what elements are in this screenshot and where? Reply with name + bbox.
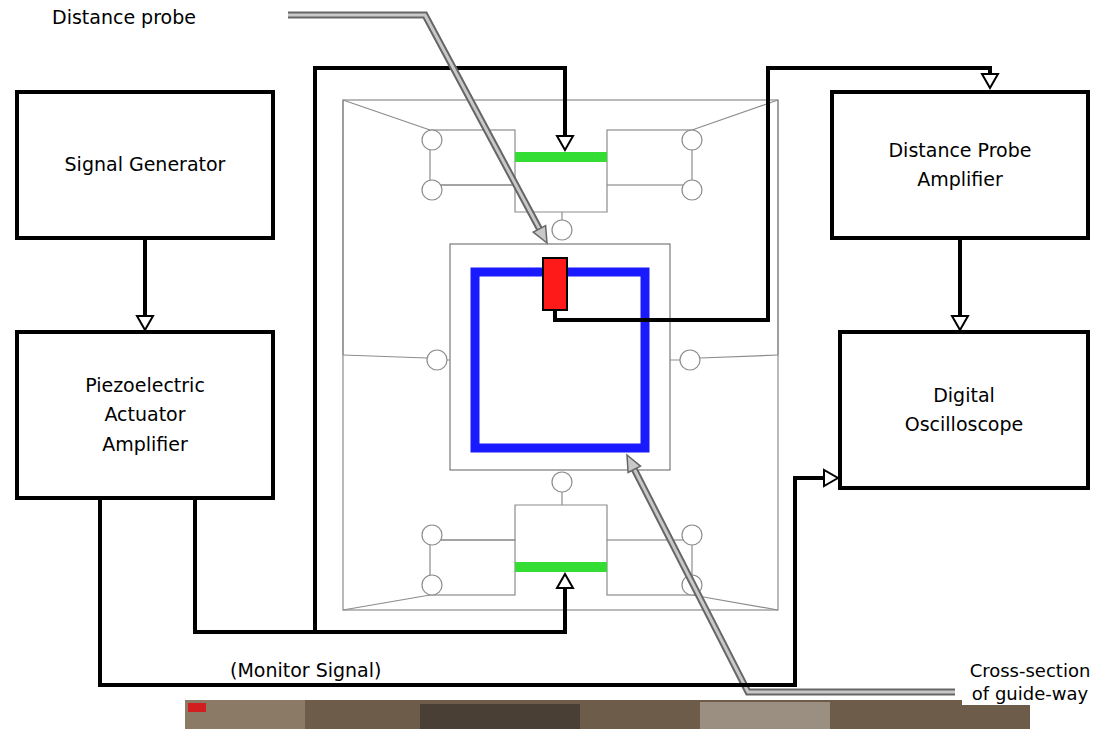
photo-patch xyxy=(188,703,206,712)
distance-probe xyxy=(543,258,567,310)
arrow-head xyxy=(952,316,968,330)
arrow-head xyxy=(557,136,573,150)
clamp-block xyxy=(607,130,692,185)
signal-connector xyxy=(137,240,153,330)
leader-head xyxy=(533,226,547,243)
photo-patch xyxy=(420,704,580,729)
frame-line xyxy=(700,355,778,358)
hinge-circle xyxy=(422,525,442,545)
frame-line xyxy=(343,100,778,610)
hinge-circle xyxy=(682,525,702,545)
leader-line xyxy=(288,15,539,229)
frame-outline xyxy=(343,100,778,610)
hinge-circle xyxy=(682,180,702,200)
actuator-wire xyxy=(315,68,565,632)
connector-line xyxy=(958,240,962,316)
hinge-circle xyxy=(422,180,442,200)
arrow-head xyxy=(824,470,838,486)
clamp-block xyxy=(430,540,515,595)
flexure-stage xyxy=(343,100,778,610)
box-text: Digital Oscilloscope xyxy=(889,381,1039,440)
piezo-actuator xyxy=(515,152,607,162)
hinge-circle xyxy=(552,472,572,492)
photo-strip xyxy=(185,700,1030,729)
box-text: Distance Probe Amplifier xyxy=(875,136,1045,195)
signal-connector xyxy=(100,470,838,685)
photo-patch xyxy=(700,702,830,729)
connector-line xyxy=(100,478,824,685)
block-box: Signal Generator xyxy=(15,90,275,240)
edge-label: (Monitor Signal) xyxy=(228,659,383,682)
arrow-head xyxy=(557,574,573,588)
hinge-circle xyxy=(422,575,442,595)
guide-way-outline xyxy=(450,244,670,470)
callout-label: Cross-section of guide-way xyxy=(962,660,1098,705)
photo-ground xyxy=(185,700,1030,729)
clamp-block xyxy=(607,540,692,595)
hinge-circle xyxy=(552,220,572,240)
signal-connector xyxy=(952,240,968,330)
block-box: Digital Oscilloscope xyxy=(838,330,1090,490)
photo-patch xyxy=(185,700,305,729)
frame-line xyxy=(343,355,427,358)
piezo-actuator xyxy=(515,562,607,572)
connector-line xyxy=(143,240,147,316)
hinge-circle xyxy=(427,350,447,370)
leader-line xyxy=(288,15,539,229)
leader-head xyxy=(627,455,641,473)
box-text: Signal Generator xyxy=(65,150,226,179)
block-box: Distance Probe Amplifier xyxy=(830,90,1090,240)
arrow-head xyxy=(982,74,998,88)
box-text: Piezoelectric Actuator Amplifier xyxy=(65,371,225,459)
block-box: Piezoelectric Actuator Amplifier xyxy=(15,330,275,500)
callout-label: Distance probe xyxy=(50,6,198,29)
hinge-circle xyxy=(422,130,442,150)
flexure-link xyxy=(430,492,607,540)
arrow-head xyxy=(137,316,153,330)
actuator-wire xyxy=(195,500,565,632)
hinge-circle xyxy=(680,350,700,370)
hinge-circle xyxy=(682,130,702,150)
